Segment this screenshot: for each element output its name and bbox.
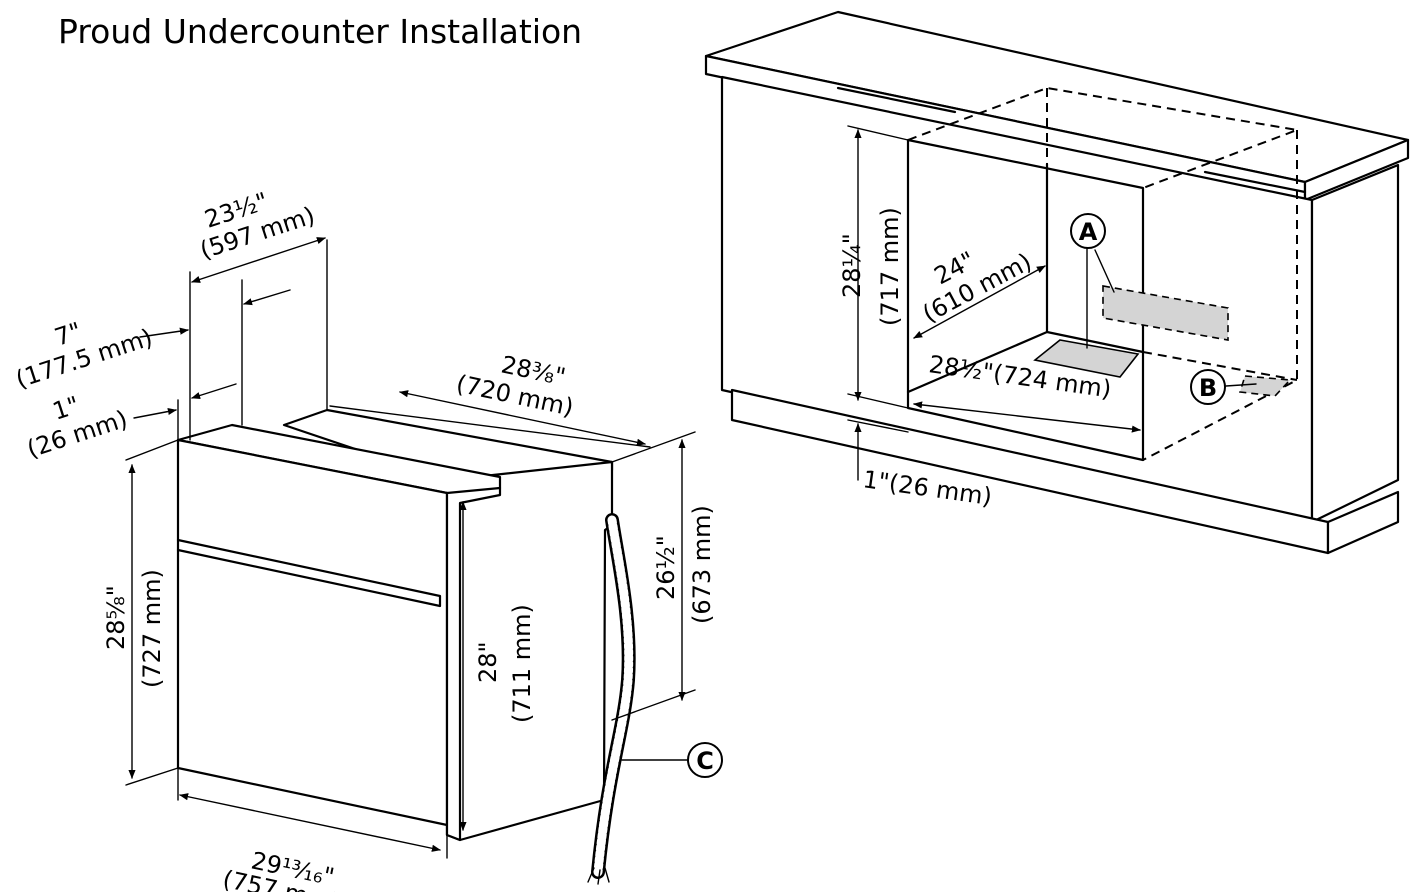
oven-dimension-lines	[128, 237, 686, 852]
vent-b-zone	[1238, 375, 1292, 397]
page-title: Proud Undercounter Installation	[58, 12, 583, 51]
callout-c: C	[687, 742, 723, 778]
countertop-side	[1303, 138, 1410, 202]
oven-drawing	[176, 408, 636, 885]
dim-niche-height-mm: (717 mm)	[876, 207, 904, 326]
dim-body-height-mm: (711 mm)	[508, 604, 536, 723]
callout-a-label: A	[1079, 218, 1098, 246]
cabinet-dimension-lines	[847, 125, 1257, 481]
dim-offset-mm: (177.5 mm)	[12, 323, 156, 393]
floor-opening-a	[1033, 339, 1140, 378]
oven-front	[176, 438, 449, 827]
dim-cord-height-mm: (673 mm)	[688, 505, 716, 624]
dim-niche-height-in: 28¼"	[838, 233, 866, 298]
oven-extension-lines	[125, 239, 696, 859]
dim-height-mm: (727 mm)	[138, 569, 166, 688]
door-line	[176, 538, 442, 608]
dim-body-height-in: 28"	[474, 641, 502, 683]
dim-cord-height-in: 26½"	[652, 535, 680, 600]
dim-height-in: 28⅝"	[102, 585, 130, 650]
callout-b: B	[1190, 369, 1226, 405]
callout-b-label: B	[1199, 374, 1217, 402]
cabinet-drawing	[704, 10, 1410, 555]
cabinet-side	[1310, 163, 1400, 524]
callout-a: A	[1070, 213, 1106, 249]
outlet-a-zone	[1102, 285, 1229, 341]
plinth-side	[1326, 490, 1400, 555]
callout-c-label: C	[696, 747, 714, 775]
